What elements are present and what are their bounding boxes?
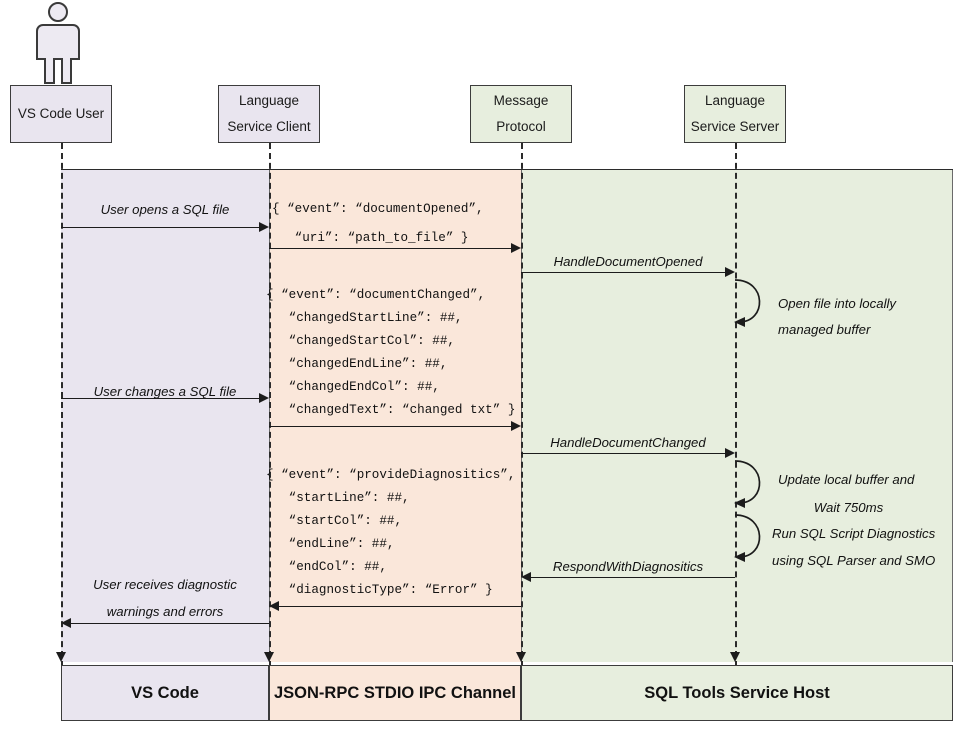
server-note-run-diagnostics-line1: Run SQL Script Diagnostics [772, 526, 936, 541]
band-top-border [61, 169, 953, 170]
arrowhead-client-to-protocol-changed [511, 421, 521, 431]
band-right-edge [952, 170, 953, 662]
footer-label: VS Code [131, 683, 199, 702]
participant-vscode-user[interactable]: VS Code User [10, 85, 112, 143]
payload-document-changed-line-2: “changedStartCol”: ##, [266, 334, 455, 348]
participant-label-line1: Language [238, 93, 300, 109]
footer-vs-code[interactable]: VS Code [61, 665, 269, 721]
arrow-user-changes-file [61, 398, 261, 399]
selfloop-update-wait [734, 460, 761, 508]
arrow-handle-document-opened [521, 272, 727, 273]
footer-service-host[interactable]: SQL Tools Service Host [521, 665, 953, 721]
server-note-update-wait-line1: Update local buffer and [778, 472, 915, 487]
payload-provide-diagnositics-line-1: “startLine”: ##, [266, 491, 410, 505]
protocol-message-handle-document-changed-label: HandleDocumentChanged [550, 435, 706, 450]
participant-language-server[interactable]: Language Service Server [684, 85, 786, 143]
arrowhead-user-opens-file [259, 222, 269, 232]
arrowhead-user-changes-file [259, 393, 269, 403]
participant-message-protocol[interactable]: Message Protocol [470, 85, 572, 143]
arrowhead-terminator-language-client [264, 652, 274, 662]
person-icon [32, 2, 84, 84]
band-ipc [269, 170, 521, 662]
arrowhead-respond-with-diagnositics [521, 572, 531, 582]
arrow-respond-with-diagnositics [531, 577, 735, 578]
protocol-message-respond-with-diagnositics-label: RespondWithDiagnositics [552, 559, 704, 574]
arrow-user-opens-file [61, 227, 261, 228]
selfloop-open-file [734, 279, 761, 327]
user-message-change-label: User changes a SQL file [93, 384, 237, 399]
band-vscode [61, 170, 269, 662]
arrowhead-handle-document-changed [725, 448, 735, 458]
user-message-receive-label-line2: warnings and errors [106, 604, 224, 619]
payload-provide-diagnositics-line-4: “endCol”: ##, [266, 560, 387, 574]
payload-provide-diagnositics-line-3: “endLine”: ##, [266, 537, 395, 551]
person-head [48, 2, 68, 22]
server-note-update-wait-line2: Wait 750ms [813, 500, 884, 515]
participant-label-line2: Protocol [496, 119, 546, 134]
user-message-receive-label-line1: User receives diagnostic [93, 577, 237, 592]
user-message-open-label: User opens a SQL file [100, 202, 230, 217]
arrow-user-receives-diagnostics [71, 623, 269, 624]
payload-provide-diagnositics-line-2: “startCol”: ##, [266, 514, 403, 528]
lifeline-language-client [269, 143, 271, 667]
arrowhead-user-receives-diagnostics [61, 618, 71, 628]
person-right-leg [61, 58, 72, 84]
arrow-protocol-to-client-diagnostics [279, 606, 521, 607]
arrowhead-client-to-protocol-opened [511, 243, 521, 253]
footer-jsonrpc[interactable]: JSON-RPC STDIO IPC Channel [269, 665, 521, 721]
payload-document-changed-line-0: { “event”: “documentChanged”, [266, 288, 486, 302]
participant-label-line2: Service Server [690, 119, 780, 134]
person-left-leg [44, 58, 55, 84]
person-body [36, 24, 80, 60]
band-service-host [521, 170, 953, 662]
lifeline-message-protocol [521, 143, 523, 667]
arrowhead-terminator-message-protocol [516, 652, 526, 662]
payload-document-opened-line-1: “uri”: “path_to_file” } [272, 231, 469, 245]
payload-document-changed-line-5: “changedText”: “changed txt” } [266, 403, 516, 417]
arrowhead-handle-document-opened [725, 267, 735, 277]
arrow-client-to-protocol-opened [269, 248, 513, 249]
footer-label: JSON-RPC STDIO IPC Channel [273, 683, 517, 702]
payload-document-opened-line-0: { “event”: “documentOpened”, [272, 202, 484, 216]
server-note-open-file-line1: Open file into locally [778, 296, 897, 311]
server-note-open-file-line2: managed buffer [778, 322, 871, 337]
arrowhead-protocol-to-client-diagnostics [269, 601, 279, 611]
payload-document-changed-line-3: “changedEndLine”: ##, [266, 357, 448, 371]
lifeline-language-server [735, 143, 737, 667]
footer-label: SQL Tools Service Host [644, 683, 830, 702]
participant-label-line2: Service Client [227, 119, 311, 134]
protocol-message-handle-document-opened-label: HandleDocumentOpened [553, 254, 703, 269]
participant-label-line1: VS Code User [17, 106, 105, 122]
participant-label-line1: Language [704, 93, 766, 109]
lifeline-vscode-user [61, 143, 63, 667]
payload-document-changed-line-1: “changedStartLine”: ##, [266, 311, 463, 325]
arrow-handle-document-changed [521, 453, 727, 454]
arrow-client-to-protocol-changed [269, 426, 513, 427]
payload-provide-diagnositics-line-5: “diagnosticType”: “Error” } [266, 583, 493, 597]
payload-provide-diagnositics-line-0: { “event”: “provideDiagnositics”, [266, 468, 516, 482]
payload-document-changed-line-4: “changedEndCol”: ##, [266, 380, 440, 394]
participant-label-line1: Message [493, 93, 549, 109]
selfloop-run-diagnostics [734, 514, 761, 562]
participant-language-client[interactable]: Language Service Client [218, 85, 320, 143]
arrowhead-terminator-language-server [730, 652, 740, 662]
arrowhead-terminator-vscode-user [56, 652, 66, 662]
server-note-run-diagnostics-line2: using SQL Parser and SMO [772, 553, 936, 568]
